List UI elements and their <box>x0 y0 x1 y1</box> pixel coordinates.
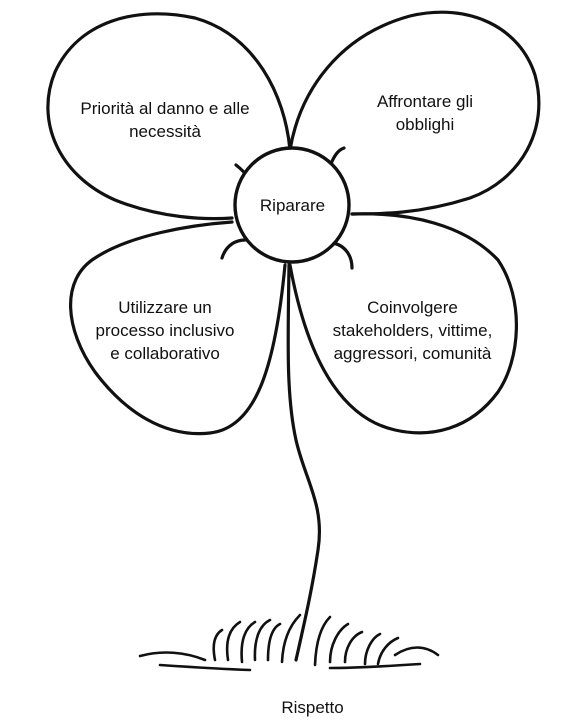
center-circle <box>233 146 351 264</box>
stem <box>286 263 321 662</box>
petal-label-top-left: Priorità al danno e alle necessità <box>45 97 285 143</box>
petal-label-bottom-right: Coinvolgere stakeholders, vittime, aggre… <box>310 296 515 365</box>
petal-label-line: necessità <box>129 122 201 141</box>
petal-bottom-right <box>288 212 519 435</box>
petal-label-line: Affrontare gli <box>376 92 474 111</box>
petal-label-line: Coinvolgere <box>367 298 458 317</box>
curl-bottom-right <box>328 241 354 270</box>
ground-label: Rispetto <box>240 696 385 719</box>
center-label: Riparare <box>235 194 350 217</box>
petal-top-left <box>46 12 292 221</box>
petal-label-line: Priorità al danno e alle <box>80 99 250 118</box>
petal-label-top-right: Affrontare gli obblighi <box>340 90 510 136</box>
petal-label-bottom-left: Utilizzare un processo inclusivo e colla… <box>70 296 260 365</box>
curl-bottom-left <box>220 238 247 260</box>
ground-label-text: Rispetto <box>281 698 344 717</box>
petal-label-line: obblighi <box>395 115 455 134</box>
petal-label-line: processo inclusivo <box>95 321 235 340</box>
center-label-text: Riparare <box>259 196 326 215</box>
petal-top-right <box>288 10 541 216</box>
petal-label-line: Utilizzare un <box>118 298 212 317</box>
petal-label-line: e collaborativo <box>110 344 220 363</box>
petal-label-line: aggressori, comunità <box>333 344 492 363</box>
petal-bottom-left <box>69 220 287 436</box>
petal-label-line: stakeholders, vittime, <box>332 321 493 340</box>
grass <box>138 613 440 672</box>
